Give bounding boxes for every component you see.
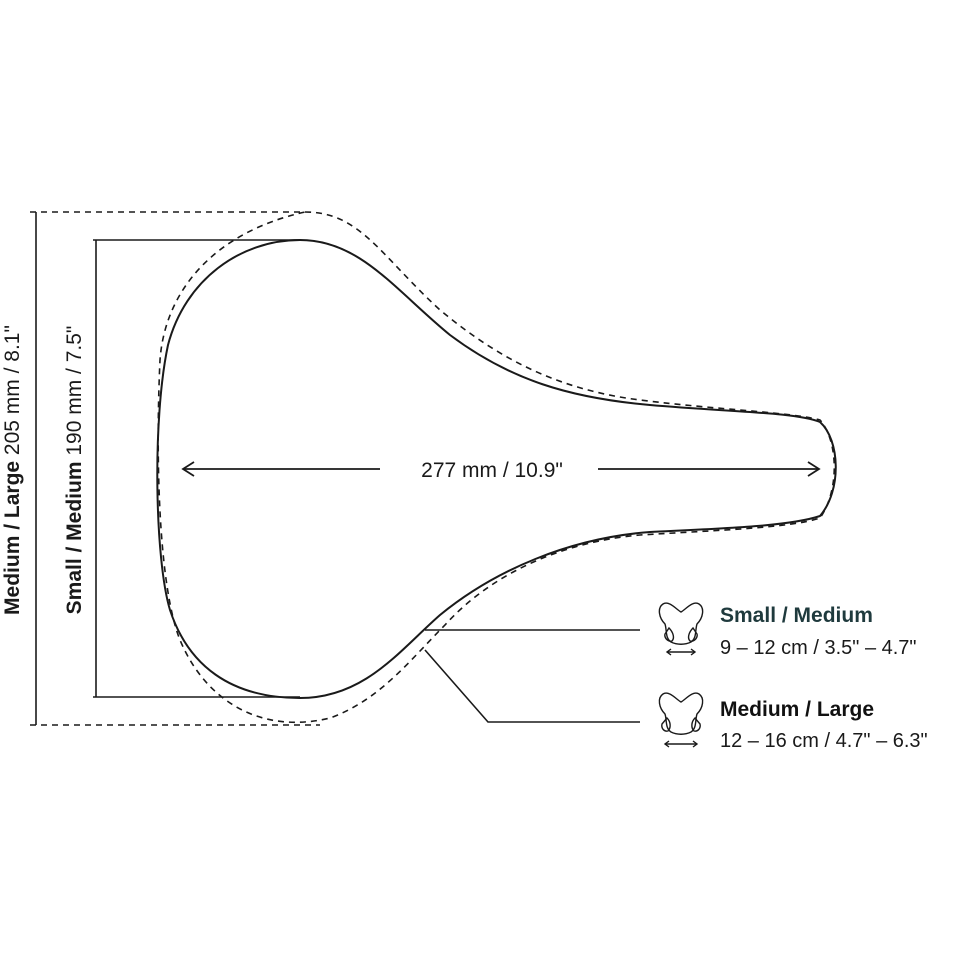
saddle-outline-small-medium: [156, 238, 837, 700]
legend-title-small-medium: Small / Medium: [720, 604, 873, 627]
sit-bone-pelvis-icon: [658, 602, 704, 656]
saddle-outline-medium-large: [157, 211, 835, 723]
width-label-ml-size: Medium / Large: [1, 461, 24, 615]
legend-item-medium-large: Medium / Large 12 – 16 cm / 4.7" – 6.3": [658, 692, 928, 752]
length-arrow: [181, 461, 821, 477]
width-label-ml-value: 205 mm / 8.1": [1, 325, 24, 461]
legend-item-small-medium: Small / Medium 9 – 12 cm / 3.5" – 4.7": [658, 602, 917, 659]
length-label: 277 mm / 10.9": [421, 459, 563, 482]
legend-title-medium-large: Medium / Large: [720, 698, 874, 721]
width-label-sm-size: Small / Medium: [63, 461, 86, 614]
width-label-sm-value: 190 mm / 7.5": [63, 326, 86, 462]
legend-range-medium-large: 12 – 16 cm / 4.7" – 6.3": [720, 730, 928, 752]
sit-bone-pelvis-icon: [658, 692, 704, 748]
width-label-small-medium: Small / Medium 190 mm / 7.5": [63, 326, 86, 615]
legend-range-small-medium: 9 – 12 cm / 3.5" – 4.7": [720, 637, 917, 659]
leader-line-medium-large: [424, 649, 640, 723]
width-label-medium-large: Medium / Large 205 mm / 8.1": [1, 325, 24, 615]
